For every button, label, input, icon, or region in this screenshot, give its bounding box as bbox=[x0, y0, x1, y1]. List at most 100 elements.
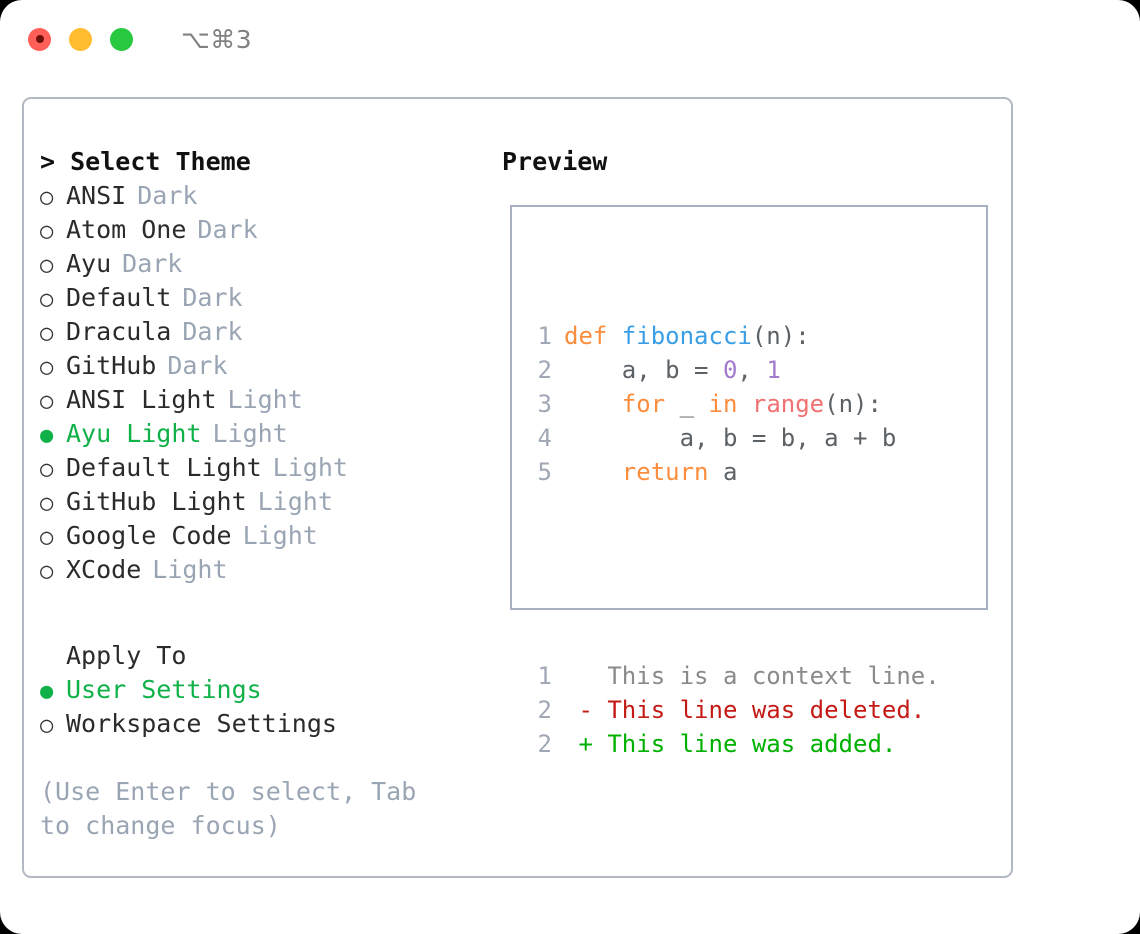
code-line: 4 a, b = b, a + b bbox=[526, 421, 940, 455]
code-token-bi: range bbox=[751, 390, 825, 418]
theme-variant-badge: Dark bbox=[122, 249, 183, 278]
preview-column: Preview bbox=[502, 145, 1002, 179]
code-token-punc: (n): bbox=[824, 390, 882, 418]
theme-option-label: Ayu Light bbox=[66, 419, 202, 448]
code-line: 3 for _ in range(n): bbox=[526, 387, 940, 421]
line-number: 1 bbox=[537, 662, 552, 690]
apply-to-option-user-settings[interactable]: ● User Settings bbox=[40, 673, 480, 707]
section-heading-label: Select Theme bbox=[70, 147, 251, 176]
zoom-button-icon[interactable] bbox=[110, 27, 133, 51]
theme-option-ayu[interactable]: ○ Ayu Dark bbox=[40, 247, 480, 281]
theme-option-google-code[interactable]: ○ Google Code Light bbox=[40, 519, 480, 553]
traffic-light-buttons bbox=[28, 27, 133, 51]
theme-variant-badge: Dark bbox=[167, 351, 228, 380]
title-bar: ⌥⌘3 bbox=[0, 0, 1140, 78]
code-token-txt: _ bbox=[665, 390, 709, 418]
apply-to-heading: Apply To bbox=[66, 641, 187, 670]
code-blank-line bbox=[526, 557, 940, 591]
theme-option-ansi-light[interactable]: ○ ANSI Light Light bbox=[40, 383, 480, 417]
theme-option-label: GitHub bbox=[66, 351, 157, 380]
code-token-txt bbox=[564, 458, 622, 486]
theme-variant-badge: Dark bbox=[182, 283, 243, 312]
radio-unselected-icon: ○ bbox=[40, 389, 54, 414]
theme-variant-badge: Light bbox=[152, 555, 228, 584]
apply-to-option-label: Workspace Settings bbox=[66, 709, 337, 738]
code-token-num: 0 bbox=[722, 356, 738, 384]
theme-option-label: Google Code bbox=[66, 521, 232, 550]
line-number: 3 bbox=[537, 390, 552, 418]
code-token-txt: a bbox=[708, 458, 738, 486]
theme-option-label: ANSI bbox=[66, 181, 127, 210]
radio-unselected-icon: ○ bbox=[40, 559, 54, 584]
code-token-txt: , bbox=[737, 356, 767, 384]
close-button-icon[interactable] bbox=[28, 27, 51, 51]
code-token-num: 1 bbox=[766, 356, 781, 384]
code-line: 2 a, b = 0, 1 bbox=[526, 353, 940, 387]
code-token-kw: in bbox=[708, 390, 738, 418]
code-line: 5 return a bbox=[526, 455, 940, 489]
theme-variant-badge: Light bbox=[227, 385, 303, 414]
code-token-kw: for bbox=[621, 390, 666, 418]
theme-option-default[interactable]: ○ Default Dark bbox=[40, 281, 480, 315]
apply-to-option-workspace-settings[interactable]: ○ Workspace Settings bbox=[40, 707, 480, 741]
minimize-button-icon[interactable] bbox=[69, 27, 92, 51]
line-number: 4 bbox=[537, 424, 552, 452]
diff-text: This line was deleted. bbox=[607, 696, 926, 724]
theme-variant-badge: Light bbox=[257, 487, 333, 516]
radio-selected-icon: ● bbox=[40, 679, 54, 704]
caret-icon: > bbox=[40, 147, 56, 176]
preview-title: Preview bbox=[502, 147, 608, 176]
theme-option-ansi[interactable]: ○ ANSI Dark bbox=[40, 179, 480, 213]
theme-variant-badge: Dark bbox=[197, 215, 258, 244]
radio-unselected-icon: ○ bbox=[40, 713, 54, 738]
line-number: 2 bbox=[537, 730, 552, 758]
radio-unselected-icon: ○ bbox=[40, 525, 54, 550]
radio-unselected-icon: ○ bbox=[40, 321, 54, 346]
page-title: > Select Theme bbox=[40, 145, 480, 179]
diff-sample: 1 This is a context line.2 - This line w… bbox=[526, 659, 940, 761]
diff-marker: + bbox=[564, 730, 608, 758]
diff-marker: - bbox=[564, 696, 608, 724]
apply-to-list: ● User Settings ○ Workspace Settings bbox=[40, 673, 480, 741]
theme-option-label: Default bbox=[66, 283, 172, 312]
theme-option-label: Ayu bbox=[66, 249, 112, 278]
theme-option-label: Dracula bbox=[66, 317, 172, 346]
line-number: 1 bbox=[537, 322, 552, 350]
theme-option-label: GitHub Light bbox=[66, 487, 247, 516]
code-token-fn: fibonacci bbox=[621, 322, 752, 350]
radio-unselected-icon: ○ bbox=[40, 219, 54, 244]
theme-option-ayu-light[interactable]: ● Ayu Light Light bbox=[40, 417, 480, 451]
line-number: 2 bbox=[537, 356, 552, 384]
theme-option-label: Default Light bbox=[66, 453, 262, 482]
code-token-punc: (n): bbox=[751, 322, 810, 350]
radio-unselected-icon: ○ bbox=[40, 287, 54, 312]
radio-selected-icon: ● bbox=[40, 423, 54, 448]
code-token-txt: a, b = bbox=[564, 356, 723, 384]
theme-option-label: ANSI Light bbox=[66, 385, 217, 414]
theme-variant-badge: Light bbox=[242, 521, 318, 550]
radio-unselected-icon: ○ bbox=[40, 253, 54, 278]
apply-to-option-label: User Settings bbox=[66, 675, 262, 704]
theme-variant-badge: Light bbox=[272, 453, 348, 482]
line-number: 2 bbox=[537, 696, 552, 724]
theme-variant-badge: Light bbox=[212, 419, 288, 448]
radio-unselected-icon: ○ bbox=[40, 185, 54, 210]
code-token-txt bbox=[737, 390, 751, 418]
diff-line: 2 - This line was deleted. bbox=[526, 693, 940, 727]
theme-variant-badge: Dark bbox=[137, 181, 198, 210]
keyboard-shortcut-label: ⌥⌘3 bbox=[181, 24, 253, 54]
keyboard-hint-text: (Use Enter to select, Tab to change focu… bbox=[40, 777, 432, 840]
